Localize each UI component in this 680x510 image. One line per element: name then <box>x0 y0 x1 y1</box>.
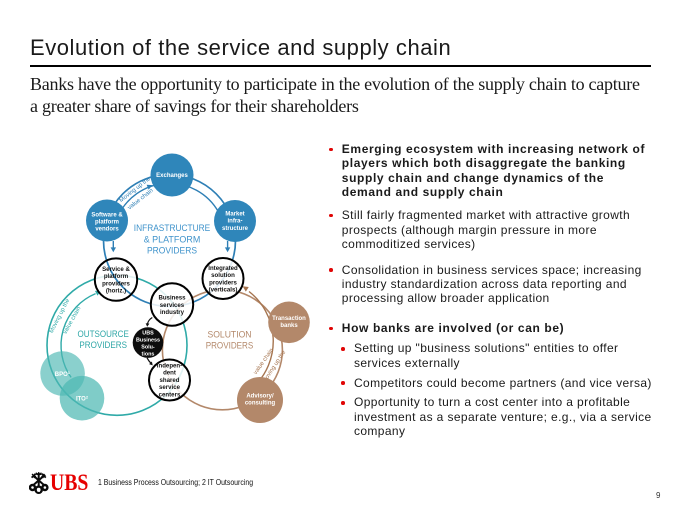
svg-text:Solu-: Solu- <box>141 345 155 351</box>
svg-text:banks: banks <box>280 323 298 329</box>
svg-text:Service &: Service & <box>102 266 130 273</box>
svg-text:structure: structure <box>222 226 249 232</box>
svg-text:service: service <box>159 384 181 391</box>
svg-text:services: services <box>160 302 185 309</box>
svg-text:Advisory/: Advisory/ <box>246 394 274 400</box>
svg-text:centers: centers <box>159 391 181 398</box>
svg-text:PROVIDERS: PROVIDERS <box>147 246 197 256</box>
svg-text:SOLUTION: SOLUTION <box>208 330 252 340</box>
svg-text:platform: platform <box>104 273 129 280</box>
svg-text:consulting: consulting <box>245 401 276 407</box>
svg-text:Indepen-: Indepen- <box>157 363 182 370</box>
svg-text:UBS: UBS <box>142 330 154 336</box>
svg-text:ITO2: ITO2 <box>76 395 89 403</box>
svg-text:Business: Business <box>158 295 186 302</box>
svg-text:Transaction: Transaction <box>272 316 306 322</box>
svg-text:BPO1: BPO1 <box>55 370 71 378</box>
svg-text:PROVIDERS: PROVIDERS <box>206 341 254 351</box>
svg-text:& PLATFORM: & PLATFORM <box>144 235 201 245</box>
svg-text:dent: dent <box>163 370 176 377</box>
svg-text:PROVIDERS: PROVIDERS <box>79 340 127 350</box>
svg-text:OUTSOURCE: OUTSOURCE <box>78 329 129 339</box>
svg-text:(horiz.): (horiz.) <box>106 288 126 295</box>
svg-text:Market: Market <box>225 212 244 218</box>
svg-text:industry: industry <box>160 309 185 316</box>
svg-text:providers: providers <box>102 280 130 287</box>
svg-text:(verticals): (verticals) <box>209 287 238 294</box>
svg-text:Exchanges: Exchanges <box>156 173 188 179</box>
svg-text:Software &: Software & <box>91 212 123 218</box>
svg-text:tions: tions <box>142 352 155 358</box>
svg-text:solution: solution <box>211 272 235 279</box>
svg-text:platform: platform <box>95 219 119 225</box>
svg-text:providers: providers <box>209 279 237 286</box>
svg-text:Business: Business <box>136 337 160 343</box>
svg-text:infra-: infra- <box>228 219 243 225</box>
svg-text:vendors: vendors <box>95 226 119 232</box>
svg-text:shared: shared <box>160 377 180 384</box>
svg-text:Integrated: Integrated <box>208 265 238 272</box>
svg-text:INFRASTRUCTURE: INFRASTRUCTURE <box>134 223 211 233</box>
